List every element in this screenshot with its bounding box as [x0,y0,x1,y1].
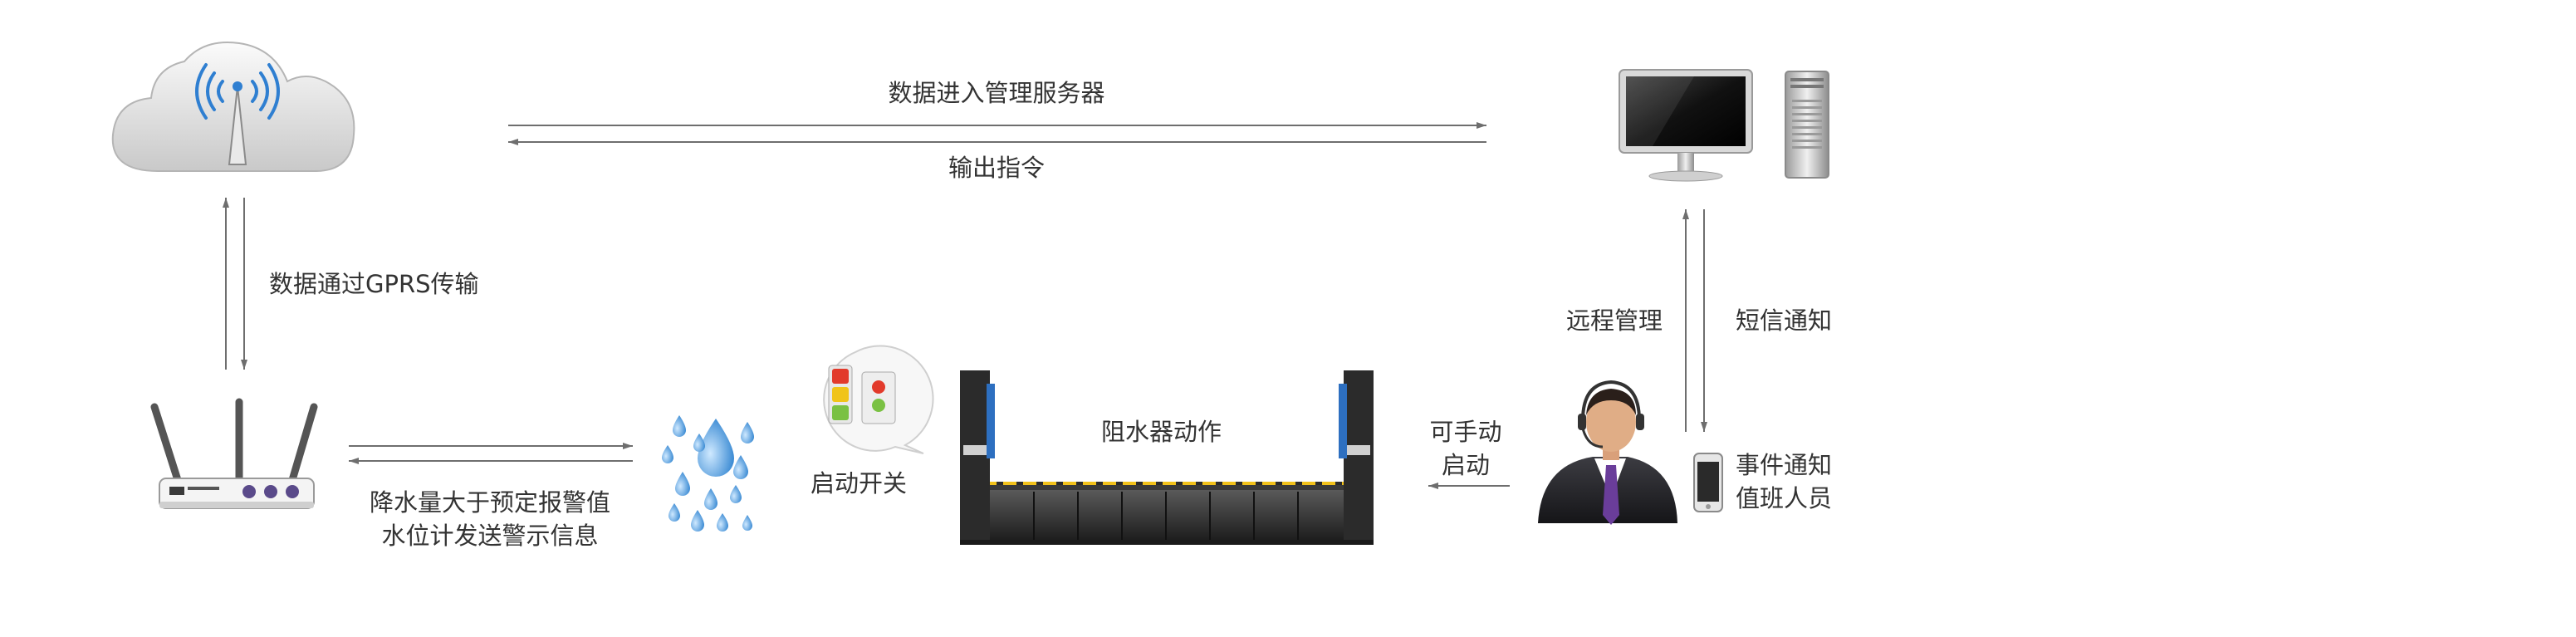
label-sms-notify: 短信通知 [1736,306,1833,335]
label-start-switch: 启动开关 [811,469,908,497]
label-barrier-action: 阻水器动作 [1101,418,1222,446]
label-event-notify-line2: 值班人员 [1736,484,1833,512]
label-manual-start-line2: 启动 [1441,451,1490,479]
label-rain-alarm-line2: 水位计发送警示信息 [381,522,599,550]
label-manual-start-line1: 可手动 [1429,418,1502,446]
label-manual-start: 可手动 启动 [1420,415,1511,482]
label-remote-manage: 远程管理 [1566,306,1663,335]
wifi-router-icon [150,398,318,509]
operator-headset-icon [1538,380,1677,525]
label-data-to-server: 数据进入管理服务器 [888,79,1105,107]
label-gprs-transfer: 数据通过GPRS传输 [269,270,479,298]
label-rain-alarm: 降水量大于预定报警值 水位计发送警示信息 [357,486,623,552]
label-event-notify: 事件通知 值班人员 [1736,448,1832,515]
mobile-phone-icon [1693,453,1723,512]
label-event-notify-line1: 事件通知 [1736,451,1833,479]
label-output-command: 输出指令 [948,154,1045,182]
server-tower-icon [1785,71,1829,179]
cloud-signal-icon [111,42,355,172]
signal-light-icon [823,345,934,454]
label-rain-alarm-line1: 降水量大于预定报警值 [369,488,610,517]
computer-monitor-icon [1619,69,1753,182]
arrows [223,122,1707,489]
water-barrier-icon [960,370,1374,545]
water-drops-icon [662,415,754,532]
